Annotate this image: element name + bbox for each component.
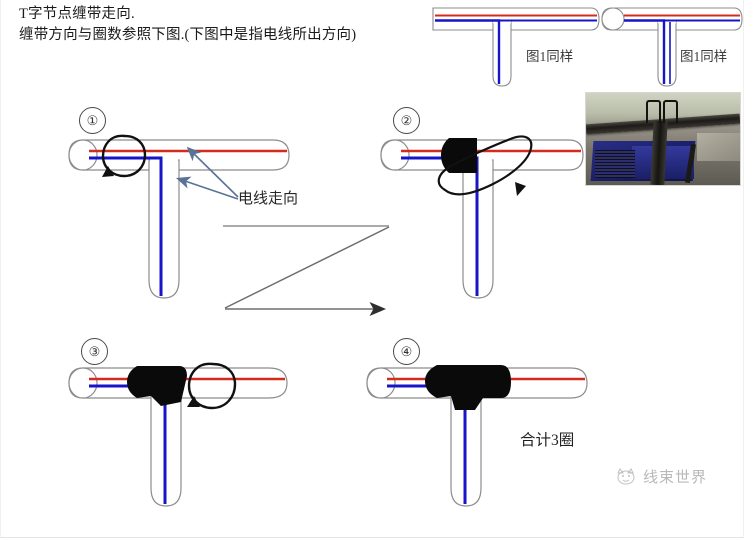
rotation-arrow: [187, 362, 237, 410]
tape-wrap: [425, 365, 511, 410]
step-1-badge: ①: [79, 107, 106, 134]
photo-grille: [595, 150, 636, 178]
rotation-arrow: [437, 135, 533, 196]
page-title: T字节点缠带走向. 缠带方向与圈数参照下图.(下图中是指电线所出方向): [19, 4, 449, 46]
tube-horizontal: [432, 7, 600, 31]
photo-clip-left: [646, 100, 661, 123]
ref-figure-right: 图1同样: [596, 0, 743, 90]
step-4-badge: ④: [393, 338, 420, 365]
photo-clip-right: [663, 100, 678, 123]
tube-end-cap: [366, 367, 396, 399]
wire-direction-label: 电线走向: [238, 191, 299, 207]
tube-vertical: [492, 21, 512, 87]
wire-blue: [89, 156, 163, 296]
flow-arrow-diagonal: [224, 226, 390, 309]
wire-direction-annotation: 电线走向: [175, 145, 316, 225]
tube-vertical: [657, 21, 677, 87]
ref-figure-left-label: 图1同样: [526, 49, 574, 64]
rotation-arrow: [101, 134, 147, 178]
step-2-badge: ②: [393, 107, 420, 134]
tape-wrap: [441, 138, 477, 173]
tube-end-cap: [68, 139, 98, 171]
total-turns-label: 合计3圈: [520, 432, 575, 449]
tube-vertical: [148, 159, 180, 299]
cat-face-icon: [617, 467, 635, 484]
watermark-text: 线束世界: [643, 470, 708, 486]
tube-end-cap: [68, 367, 98, 399]
annotation-arrow-to-red-wire: [186, 146, 239, 198]
title-line-2: 缠带方向与圈数参照下图.(下图中是指电线所出方向): [19, 27, 357, 43]
watermark: 线束世界: [615, 466, 707, 487]
tape-wrap: [127, 366, 187, 406]
annotation-arrow-to-blue-wire: [175, 176, 239, 200]
step-3-badge: ③: [81, 338, 108, 365]
step-4-figure: [359, 360, 609, 520]
step-1-figure: [61, 130, 301, 315]
ref-figure-left: 图1同样: [431, 0, 601, 90]
ref-figure-right-label: 图1同样: [680, 49, 728, 64]
step-3-figure: [61, 360, 301, 520]
tube-end-cap: [601, 7, 625, 31]
photo-stone: [696, 133, 740, 162]
z-flow-arrow: [223, 222, 433, 322]
title-line-1: T字节点缠带走向.: [19, 6, 135, 22]
step-2-figure: [373, 130, 588, 315]
real-harness-photo: [585, 92, 741, 186]
tube-end-cap: [380, 139, 410, 171]
